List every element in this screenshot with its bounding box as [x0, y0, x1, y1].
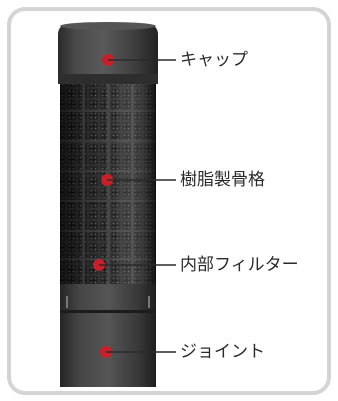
resin-skeleton-label: 樹脂製骨格: [180, 170, 265, 190]
cap-part: [58, 22, 158, 84]
internal-filter-label: 内部フィルター: [180, 255, 299, 275]
callout-joint: [100, 346, 176, 358]
callout-skeleton: [101, 174, 176, 186]
callout-cap: [102, 54, 176, 66]
cap-label: キャップ: [180, 50, 248, 70]
joint-part: [60, 284, 156, 387]
joint-label: ジョイント: [180, 342, 265, 362]
callout-filter: [93, 259, 176, 271]
